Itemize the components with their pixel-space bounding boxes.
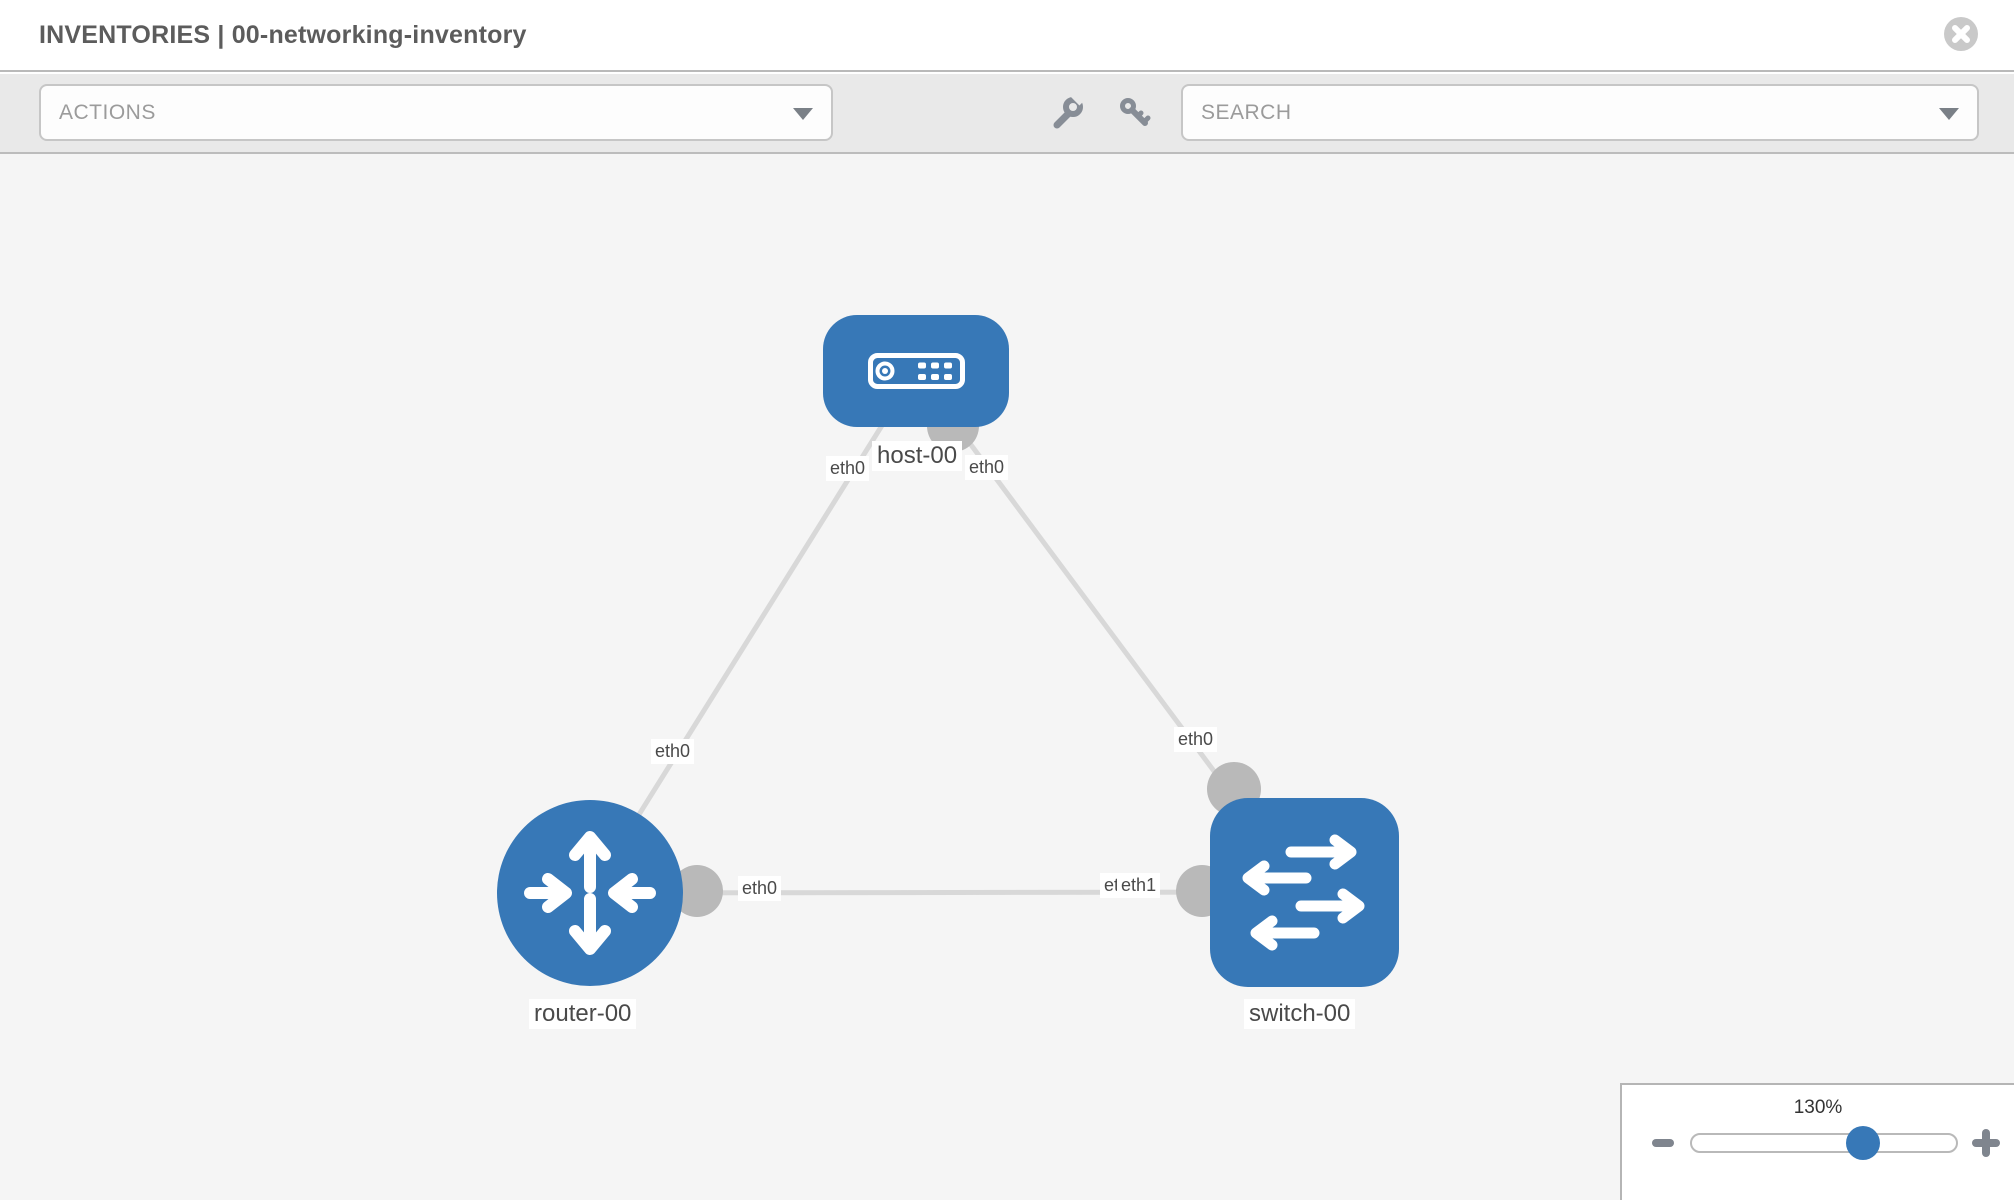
router-icon [524,831,656,955]
switch-icon [1242,834,1364,950]
actions-dropdown[interactable]: ACTIONS [39,84,833,141]
interface-label: eth0 [1174,727,1218,752]
interface-label: eth0 [826,456,870,481]
topology-links [587,369,1307,917]
plus-icon[interactable] [1972,1129,2000,1157]
node-host[interactable] [823,315,1009,427]
chevron-down-icon [1939,107,1959,120]
node-router[interactable] [497,800,683,986]
node-label-switch: switch-00 [1244,999,1356,1029]
topology-canvas[interactable]: host-00 router-00 switch-00 eth0 eth0 et… [0,154,2014,1200]
key-icon[interactable] [1118,96,1152,130]
interface-label-overlap: eth1eth1 [1100,873,1161,898]
interface-label: eth1 [1117,873,1161,898]
interface-label: eth0 [965,455,1009,480]
interface-port [671,865,723,917]
search-dropdown-label: SEARCH [1201,100,1292,124]
node-label-host: host-00 [872,441,963,471]
interface-label: eth0 [651,739,695,764]
close-icon[interactable] [1944,17,1978,51]
toolbar: ACTIONS SEARCH [0,74,2014,154]
wrench-icon[interactable] [1050,88,1087,130]
chevron-down-icon [793,107,813,120]
search-dropdown[interactable]: SEARCH [1181,84,1979,141]
zoom-slider-handle[interactable] [1846,1126,1880,1160]
host-icon [867,353,965,389]
actions-dropdown-label: ACTIONS [59,100,156,124]
node-switch[interactable] [1210,798,1399,987]
page-header: INVENTORIES | 00-networking-inventory [0,0,2014,72]
zoom-level-readout: 130% [1793,1097,1843,1118]
page-title: INVENTORIES | 00-networking-inventory [39,21,527,49]
zoom-slider-track[interactable] [1690,1133,1958,1153]
minus-icon[interactable] [1652,1139,1674,1147]
zoom-panel: 130% [1620,1083,2014,1200]
node-label-router: router-00 [529,999,637,1029]
interface-label: eth0 [738,876,782,901]
